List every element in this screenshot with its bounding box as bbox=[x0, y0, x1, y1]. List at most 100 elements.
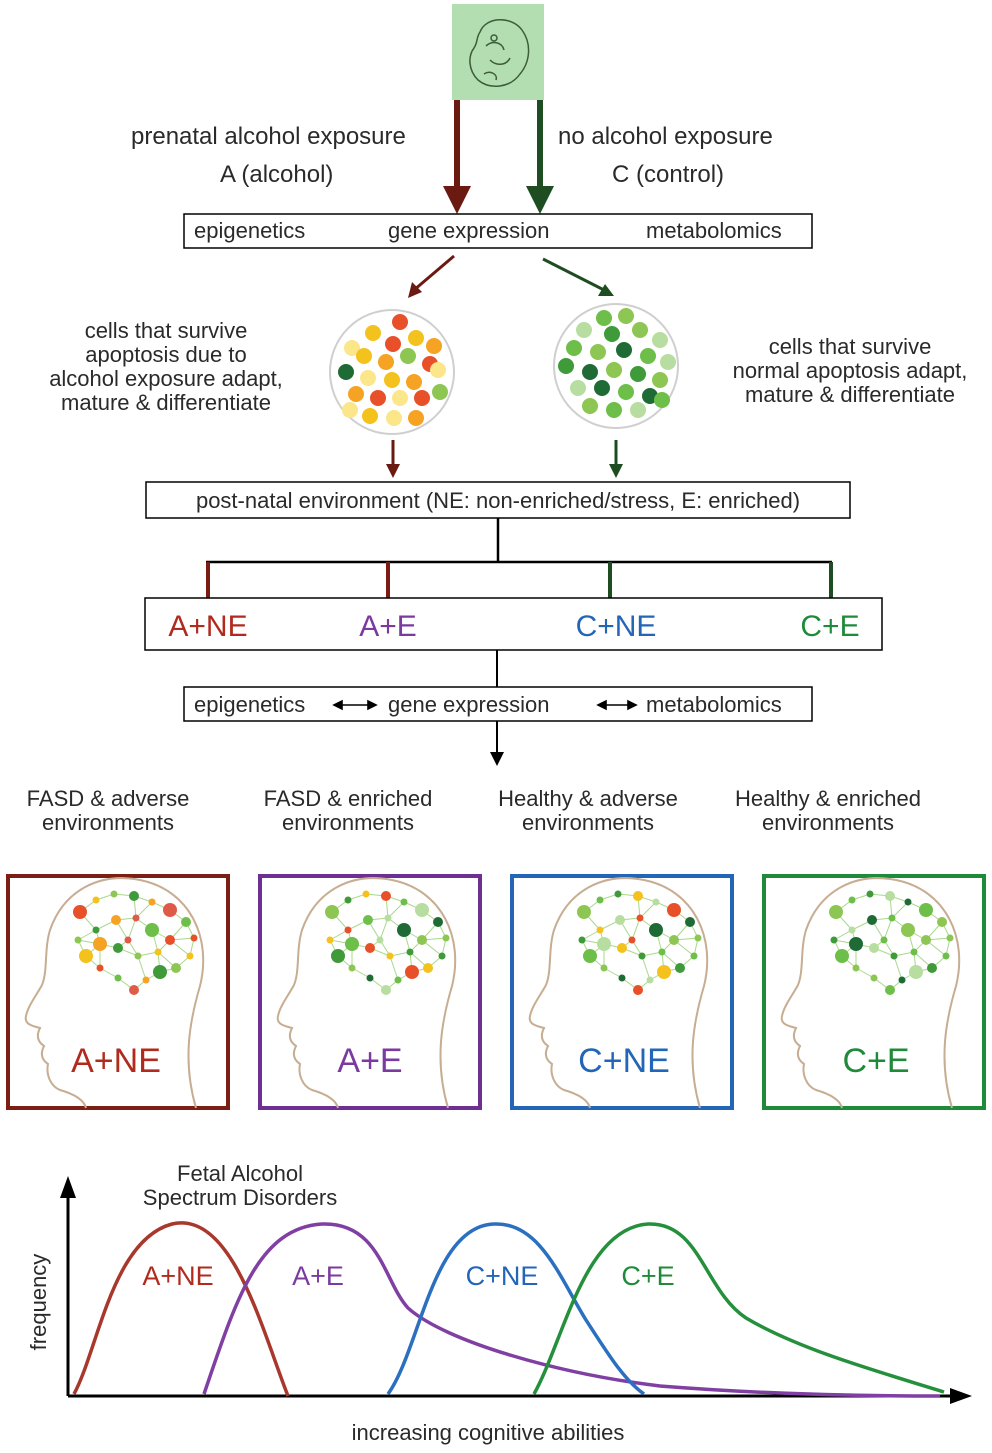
brain-node bbox=[646, 976, 654, 984]
brain-node bbox=[614, 890, 622, 898]
brain-node bbox=[694, 934, 702, 942]
alcohol-caption-line-2: apoptosis due to bbox=[85, 342, 246, 367]
brain-node bbox=[669, 935, 679, 945]
brain-node bbox=[181, 917, 191, 927]
head-label-c-ne: C+NE bbox=[578, 1042, 670, 1080]
control-cell-dot bbox=[616, 342, 632, 358]
brain-node bbox=[365, 943, 375, 953]
alcohol-diagonal-arrow bbox=[413, 254, 455, 292]
brain-node bbox=[880, 936, 888, 944]
brain-node bbox=[415, 903, 429, 917]
head-label-a-e: A+E bbox=[337, 1042, 402, 1080]
alcohol-cell-dot bbox=[426, 338, 442, 354]
control-cell-dot bbox=[640, 348, 656, 364]
exposure-control-code: C (control) bbox=[612, 161, 724, 188]
brain-node bbox=[633, 985, 643, 995]
control-cell-dot bbox=[652, 372, 668, 388]
brain-node bbox=[615, 915, 625, 925]
brain-node bbox=[400, 898, 408, 906]
brain-node bbox=[114, 974, 122, 982]
y-axis-label: frequency bbox=[26, 1254, 51, 1351]
outcome-1-line-1: FASD & adverse bbox=[27, 786, 190, 811]
brain-node bbox=[596, 896, 604, 904]
control-cell-dot bbox=[566, 340, 582, 356]
omics-top-gene-expression: gene expression bbox=[388, 218, 549, 243]
omics-down-head bbox=[490, 752, 504, 766]
brain-node bbox=[397, 923, 411, 937]
alcohol-caption-line-1: cells that survive bbox=[85, 318, 248, 343]
brain-node bbox=[921, 935, 931, 945]
brain-node bbox=[145, 923, 159, 937]
brain-node bbox=[852, 964, 860, 972]
brain-node bbox=[618, 974, 626, 982]
brain-node bbox=[171, 963, 181, 973]
brain-node bbox=[92, 926, 100, 934]
omics-top-metabolomics: metabolomics bbox=[646, 218, 782, 243]
brain-node bbox=[942, 952, 950, 960]
alcohol-cell-dot bbox=[392, 390, 408, 406]
control-cell-dot bbox=[652, 332, 668, 348]
brain-network-icon bbox=[325, 890, 450, 995]
curve-a-e bbox=[202, 1222, 941, 1398]
outcome-4-line-1: Healthy & enriched bbox=[735, 786, 921, 811]
head-label-c-e: C+E bbox=[842, 1042, 909, 1080]
control-cell-dot bbox=[654, 392, 670, 408]
brain-node bbox=[381, 985, 391, 995]
head-outline-icon bbox=[276, 877, 457, 1109]
alcohol-cell-dot bbox=[400, 348, 416, 364]
alcohol-cells bbox=[338, 314, 448, 426]
head-panel-a-ne: A+NE bbox=[6, 874, 230, 1110]
omics-bottom-metabolomics: metabolomics bbox=[646, 692, 782, 717]
brain-node bbox=[331, 949, 345, 963]
distribution-title-line-1: Fetal Alcohol bbox=[177, 1161, 303, 1186]
brain-node bbox=[628, 936, 636, 944]
alcohol-cell-dot bbox=[344, 340, 360, 356]
control-cell-dot bbox=[660, 354, 676, 370]
brain-node bbox=[888, 914, 896, 922]
control-cell-dot bbox=[618, 384, 634, 400]
control-cell-dot bbox=[558, 358, 574, 374]
control-cell-pool bbox=[553, 303, 679, 429]
control-caption-line-3: mature & differentiate bbox=[745, 382, 955, 407]
brain-node bbox=[638, 952, 646, 960]
brain-node bbox=[685, 917, 695, 927]
curve-label-a-e: A+E bbox=[292, 1261, 344, 1291]
alcohol-diagonal-head bbox=[408, 282, 422, 298]
alcohol-down-head bbox=[386, 464, 400, 478]
brain-node bbox=[113, 943, 123, 953]
brain-node bbox=[148, 898, 156, 906]
brain-node bbox=[154, 948, 162, 956]
outcome-4-line-2: environments bbox=[762, 810, 894, 835]
brain-edge bbox=[379, 917, 389, 941]
alcohol-caption-line-3: alcohol exposure adapt, bbox=[49, 366, 283, 391]
x-axis-label: increasing cognitive abilities bbox=[352, 1420, 625, 1445]
brain-node bbox=[96, 964, 104, 972]
curve-c-ne bbox=[386, 1222, 646, 1396]
brain-node bbox=[849, 937, 863, 951]
control-cell-dot bbox=[582, 364, 598, 380]
group-c-e: C+E bbox=[800, 610, 859, 643]
brain-node bbox=[190, 934, 198, 942]
brain-node bbox=[394, 976, 402, 984]
alcohol-cell-dot bbox=[362, 408, 378, 424]
brain-node bbox=[132, 914, 140, 922]
head-outline-icon bbox=[780, 877, 961, 1109]
y-axis-arrowhead bbox=[60, 1176, 76, 1198]
head-outline-icon bbox=[528, 877, 709, 1109]
brain-node bbox=[142, 976, 150, 984]
alcohol-cell-dot bbox=[430, 362, 446, 378]
brain-node bbox=[583, 949, 597, 963]
alcohol-cell-dot bbox=[408, 330, 424, 346]
control-down-head bbox=[609, 464, 623, 478]
brain-node bbox=[578, 936, 586, 944]
control-cell-dot bbox=[606, 362, 622, 378]
brain-node bbox=[362, 890, 370, 898]
brain-node bbox=[348, 964, 356, 972]
brain-node bbox=[376, 936, 384, 944]
omics-top-epigenetics: epigenetics bbox=[194, 218, 305, 243]
brain-edge bbox=[891, 901, 909, 919]
brain-edge bbox=[135, 901, 153, 919]
exposure-alcohol-code: A (alcohol) bbox=[220, 161, 333, 188]
alcohol-cell-dot bbox=[386, 410, 402, 426]
brain-node bbox=[597, 937, 611, 951]
